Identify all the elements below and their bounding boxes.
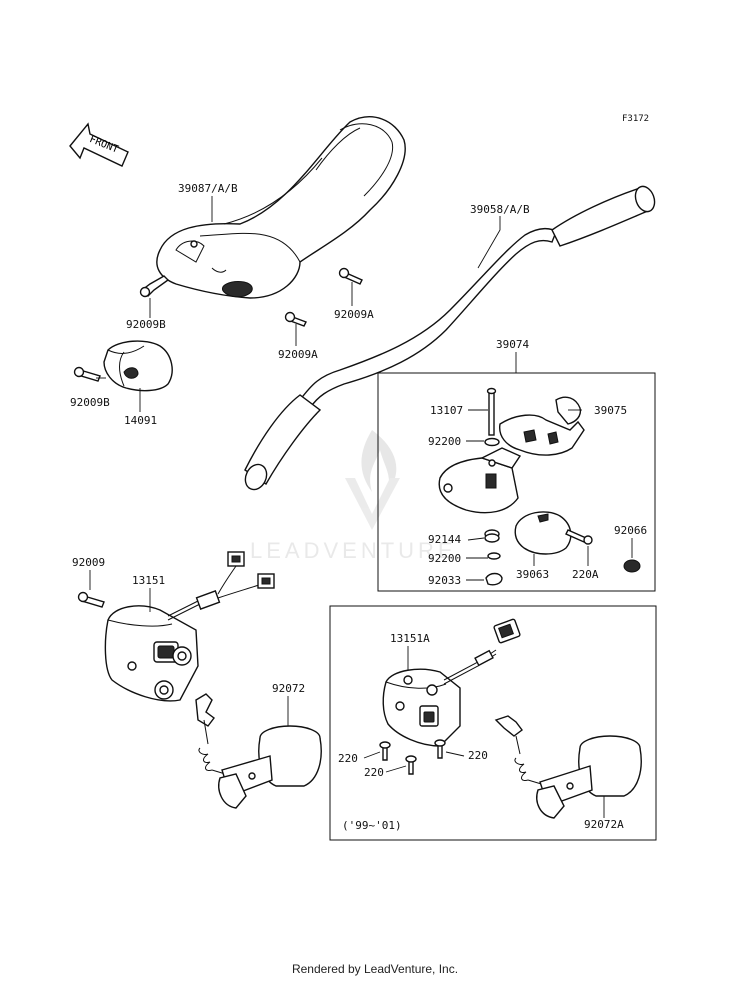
label-13107: 13107 <box>430 404 463 417</box>
label-39063: 39063 <box>516 568 549 581</box>
label-92200-top: 92200 <box>428 435 461 448</box>
label-92072A: 92072A <box>584 818 624 831</box>
leader-lines <box>89 196 633 818</box>
spring-92144 <box>484 529 500 543</box>
washer-92200-bottom <box>487 552 501 560</box>
switch-assembly-13151 <box>104 605 199 702</box>
watermark-text: LEADVENTURE <box>250 538 457 563</box>
label-220-bottom: 220 <box>364 766 384 779</box>
label-39074: 39074 <box>496 338 529 351</box>
label-14091: 14091 <box>124 414 157 427</box>
wire-harness-13151 <box>167 551 275 621</box>
label-92009: 92009 <box>72 556 105 569</box>
label-92033: 92033 <box>428 574 461 587</box>
pin-13107 <box>486 387 497 436</box>
screw-92009A-bottom <box>284 311 307 327</box>
screw-220-right <box>434 739 446 759</box>
handlebar-cover <box>156 116 406 299</box>
label-92200-bottom: 92200 <box>428 552 461 565</box>
label-92144: 92144 <box>428 533 461 546</box>
screw-92009B-top <box>139 275 170 298</box>
footer-credit: Rendered by LeadVenture, Inc. <box>291 962 459 976</box>
clip-92033 <box>485 572 503 586</box>
wire-13151A <box>443 618 521 685</box>
front-arrow-icon: FRONT <box>69 122 129 167</box>
cover-14091 <box>103 340 173 392</box>
screw-220-left <box>379 741 391 761</box>
watermark-logo <box>345 430 400 530</box>
label-92009A-right: 92009A <box>334 308 374 321</box>
label-92009B-top: 92009B <box>126 318 166 331</box>
label-92072: 92072 <box>272 682 305 695</box>
stop-lanyard-92072 <box>195 693 322 809</box>
inset-box-39074 <box>377 372 656 592</box>
lever-39075 <box>499 396 585 456</box>
screw-92009B-left <box>73 366 101 382</box>
label-13151A: 13151A <box>390 632 430 645</box>
screw-220-bottom <box>405 755 417 775</box>
switch-assembly-13151A <box>382 668 461 747</box>
washer-92200-top <box>484 437 500 447</box>
cap-92066 <box>623 559 641 573</box>
inset-box-99-01 <box>329 605 657 841</box>
label-13151: 13151 <box>132 574 165 587</box>
label-220A: 220A <box>572 568 599 581</box>
lever-39063 <box>514 511 572 555</box>
label-220-left: 220 <box>338 752 358 765</box>
screw-92009 <box>77 591 105 608</box>
throttle-housing <box>438 447 522 514</box>
label-39087: 39087/A/B <box>178 182 238 195</box>
label-92009A-bottom: 92009A <box>278 348 318 361</box>
label-92066: 92066 <box>614 524 647 537</box>
label-39075: 39075 <box>594 404 627 417</box>
screw-92009A-right <box>338 267 363 285</box>
label-92009B-left: 92009B <box>70 396 110 409</box>
inset-note: ('99~'01) <box>342 819 402 832</box>
handlebar <box>244 185 656 491</box>
label-39058: 39058/A/B <box>470 203 530 216</box>
label-220-right: 220 <box>468 749 488 762</box>
figure-code: F3172 <box>622 114 649 124</box>
stop-lanyard-92072A <box>494 715 642 819</box>
screw-220A <box>565 529 593 545</box>
